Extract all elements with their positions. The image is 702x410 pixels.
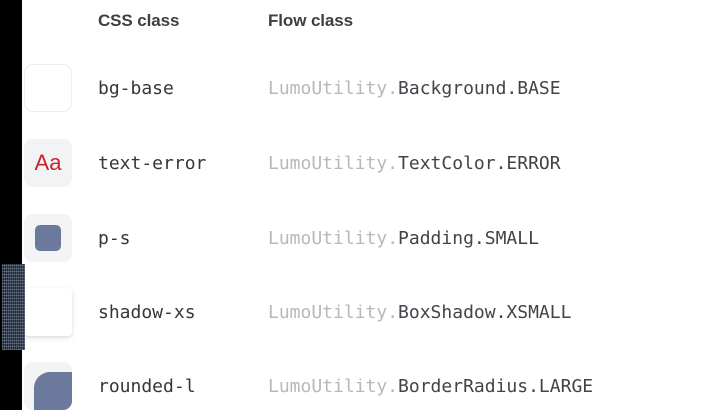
flow-class-name: BorderRadius.LARGE <box>398 375 594 397</box>
table-row[interactable]: Aa text-error LumoUtility.TextColor.ERRO… <box>0 126 702 200</box>
flow-class-cell: LumoUtility.TextColor.ERROR <box>268 153 702 174</box>
table-row[interactable]: p-s LumoUtility.Padding.SMALL <box>0 201 702 275</box>
table-row[interactable]: rounded-l LumoUtility.BorderRadius.LARGE <box>0 349 702 410</box>
flow-class-cell: LumoUtility.BoxShadow.XSMALL <box>268 302 702 323</box>
preview-cell <box>0 275 96 349</box>
header-cell-css-class: CSS class <box>96 11 268 31</box>
css-class-label: bg-base <box>98 77 174 99</box>
flow-class-name: Background.BASE <box>398 77 561 99</box>
flow-class-cell: LumoUtility.BorderRadius.LARGE <box>268 376 702 397</box>
flow-class-prefix: LumoUtility. <box>268 152 399 174</box>
css-class-cell: text-error <box>96 153 268 174</box>
header-label-flow-class: Flow class <box>268 11 353 30</box>
flow-class-name: BoxShadow.XSMALL <box>398 301 572 323</box>
css-class-cell: rounded-l <box>96 376 268 397</box>
table-row[interactable]: bg-base LumoUtility.Background.BASE <box>0 51 702 125</box>
flow-class-prefix: LumoUtility. <box>268 227 399 249</box>
flow-class-name: Padding.SMALL <box>398 227 539 249</box>
flow-class-name: TextColor.ERROR <box>398 152 561 174</box>
render-noise-artifact <box>2 264 25 350</box>
rounded-inner-square <box>34 372 72 410</box>
preview-cell <box>0 349 96 410</box>
css-class-label: rounded-l <box>98 375 196 397</box>
header-cell-flow-class: Flow class <box>268 11 702 31</box>
flow-class-cell: LumoUtility.Padding.SMALL <box>268 228 702 249</box>
flow-class-prefix: LumoUtility. <box>268 375 399 397</box>
rounded-corner-square-swatch-icon <box>24 362 72 410</box>
flow-class-prefix: LumoUtility. <box>268 301 399 323</box>
css-class-label: text-error <box>98 152 207 174</box>
css-class-label: shadow-xs <box>98 301 196 323</box>
preview-cell: Aa <box>0 126 96 200</box>
header-label-css-class: CSS class <box>98 11 180 30</box>
table-header-row: CSS class Flow class <box>0 0 702 42</box>
css-class-cell: shadow-xs <box>96 302 268 323</box>
white-rounded-box-swatch-icon <box>24 64 72 112</box>
preview-cell <box>0 201 96 275</box>
css-class-label: p-s <box>98 227 131 249</box>
css-class-cell: p-s <box>96 228 268 249</box>
preview-cell <box>0 51 96 125</box>
red-aa-text-swatch-icon: Aa <box>24 139 72 187</box>
flow-class-cell: LumoUtility.Background.BASE <box>268 78 702 99</box>
padding-inset-square-swatch-icon <box>24 214 72 262</box>
table-row[interactable]: shadow-xs LumoUtility.BoxShadow.XSMALL <box>0 275 702 349</box>
flow-class-prefix: LumoUtility. <box>268 77 399 99</box>
drop-shadow-card-swatch-icon <box>24 288 72 336</box>
padding-inner-square <box>35 225 61 251</box>
aa-sample-text: Aa <box>34 150 62 175</box>
css-class-cell: bg-base <box>96 78 268 99</box>
